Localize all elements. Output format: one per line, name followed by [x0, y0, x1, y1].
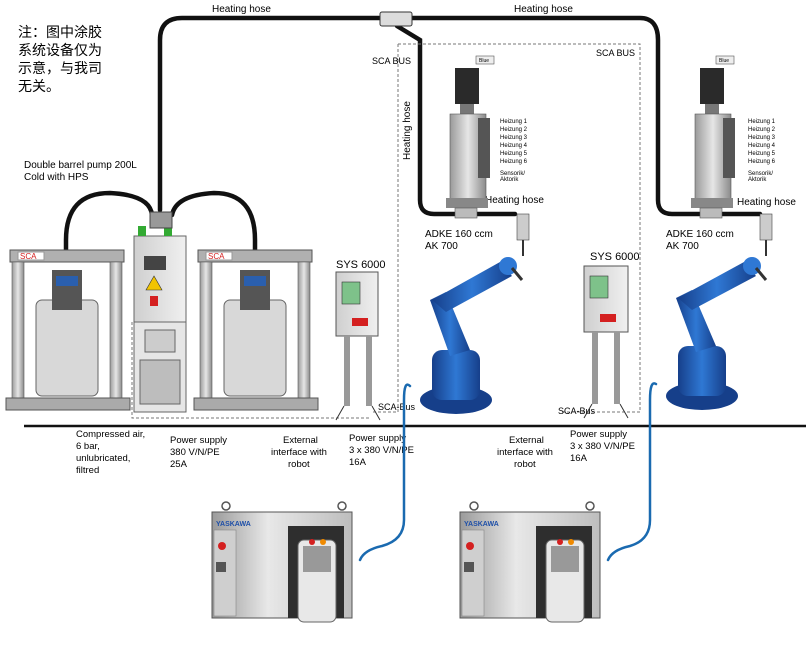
- sca-bus-line-left: [372, 44, 399, 413]
- label-external: robot: [288, 459, 310, 470]
- disclaimer-note: 注：图中涂胶 系统设备仅为 示意，与我司 无关。: [18, 24, 130, 96]
- pump-hose-left: [63, 190, 155, 263]
- label-air: Compressed air,: [76, 429, 145, 440]
- sensorik-label: Aktorik: [500, 177, 519, 183]
- label-heating-hose: Heating hose: [737, 197, 796, 208]
- label-sys6000: SYS 6000: [590, 251, 640, 263]
- robot-controller-left: YASKAWA: [211, 501, 353, 623]
- heating-hose-main: [157, 15, 388, 213]
- label-adke: ADKE 160 ccm: [425, 229, 493, 240]
- label-power: Power supply: [570, 429, 627, 440]
- heizung-label: Heizung 1: [748, 119, 776, 125]
- heizung-label: Heizung 2: [500, 127, 528, 133]
- heizung-label: Heizung 2: [748, 127, 776, 133]
- bottom-labels: Compressed air, 6 bar, unlubricated, fil…: [76, 429, 635, 476]
- pump-control-cabinet: [133, 211, 187, 413]
- heizung-label: Heizung 5: [748, 151, 776, 157]
- label-heating-hose: Heating hose: [485, 195, 544, 206]
- heizung-label: Heizung 6: [500, 159, 528, 165]
- label-external: interface with: [497, 447, 553, 458]
- label-heating-hose-vertical: Heating hose: [402, 101, 413, 160]
- label-air: 6 bar,: [76, 441, 100, 452]
- label-adke: AK 700: [425, 241, 458, 252]
- heizung-label: Heizung 3: [500, 135, 528, 141]
- robot-arm-right: [666, 257, 768, 410]
- note-line: 示意，与我司: [18, 61, 102, 77]
- label-power: 16A: [349, 457, 367, 468]
- dosing-unit-left: Blue: [446, 55, 530, 256]
- label-adke: ADKE 160 ccm: [666, 229, 734, 240]
- sensorik-label: Aktorik: [748, 177, 767, 183]
- robot-cable-right: [606, 382, 658, 562]
- heating-hose-left-drop: [394, 23, 518, 217]
- label-heating-hose: Heating hose: [514, 4, 573, 15]
- heating-hose-right-run: [407, 15, 763, 217]
- label-external: interface with: [271, 447, 327, 458]
- label-heating-hose: Heating hose: [212, 4, 271, 15]
- barrel-pump-right: SCA: [193, 249, 319, 411]
- label-sca-bus-small: SCA-Bus: [378, 402, 416, 412]
- label-power: 3 x 380 V/N/PE: [349, 445, 414, 456]
- label-sca-bus: SCA BUS: [596, 48, 635, 58]
- label-air: unlubricated,: [76, 453, 130, 464]
- label-power: 25A: [170, 459, 188, 470]
- robot-cable-left: [358, 383, 412, 562]
- sensorik-label: Sensorik/: [500, 171, 525, 177]
- hose-splitter: [379, 11, 413, 27]
- heizung-label: Heizung 4: [500, 143, 528, 149]
- sensorik-label: Sensorik/: [748, 171, 773, 177]
- robot-controller-right: YASKAWA: [459, 501, 601, 623]
- emergency-stop-icon: [218, 542, 226, 550]
- heizung-label: Heizung 1: [500, 119, 528, 125]
- emergency-stop-icon: [466, 542, 474, 550]
- air-line: [131, 322, 370, 419]
- yaskawa-logo: YASKAWA: [464, 521, 499, 528]
- robot-arm-left: [420, 257, 524, 414]
- label-power: Power supply: [170, 435, 227, 446]
- doser-tag: Blue: [719, 58, 729, 64]
- heizung-labels-left: Heizung 1 Heizung 2 Heizung 3 Heizung 4 …: [500, 119, 528, 183]
- note-line: 无关。: [18, 79, 60, 95]
- note-line: 系统设备仅为: [18, 43, 102, 59]
- sys6000-controller-left: [335, 271, 381, 421]
- pump-hose-right: [169, 190, 258, 263]
- sca-bus-line: [398, 43, 641, 413]
- label-pump: Double barrel pump 200L: [24, 160, 137, 171]
- sca-logo: SCA: [20, 252, 37, 261]
- note-line: 注：图中涂胶: [18, 25, 102, 41]
- label-power: 380 V/N/PE: [170, 447, 220, 458]
- label-external: External: [283, 435, 318, 446]
- label-sys6000: SYS 6000: [336, 259, 386, 271]
- heizung-label: Heizung 4: [748, 143, 776, 149]
- yaskawa-logo: YASKAWA: [216, 521, 251, 528]
- doser-tag: Blue: [479, 58, 489, 64]
- label-power: 3 x 380 V/N/PE: [570, 441, 635, 452]
- label-sca-bus-small: SCA-Bus: [558, 406, 596, 416]
- heizung-labels-right: Heizung 1 Heizung 2 Heizung 3 Heizung 4 …: [748, 119, 776, 183]
- label-sca-bus: SCA BUS: [372, 56, 411, 66]
- label-air: filtred: [76, 465, 99, 476]
- label-power: 16A: [570, 453, 588, 464]
- sca-logo: SCA: [208, 252, 225, 261]
- label-external: External: [509, 435, 544, 446]
- label-power: Power supply: [349, 433, 406, 444]
- heizung-label: Heizung 6: [748, 159, 776, 165]
- dosing-unit-right: Blue: [691, 55, 773, 256]
- label-pump: Cold with HPS: [24, 172, 89, 183]
- heizung-label: Heizung 3: [748, 135, 776, 141]
- sys6000-controller-right: [583, 265, 629, 419]
- heizung-label: Heizung 5: [500, 151, 528, 157]
- label-adke: AK 700: [666, 241, 699, 252]
- label-external: robot: [514, 459, 536, 470]
- barrel-pump-left: SCA: [5, 249, 131, 411]
